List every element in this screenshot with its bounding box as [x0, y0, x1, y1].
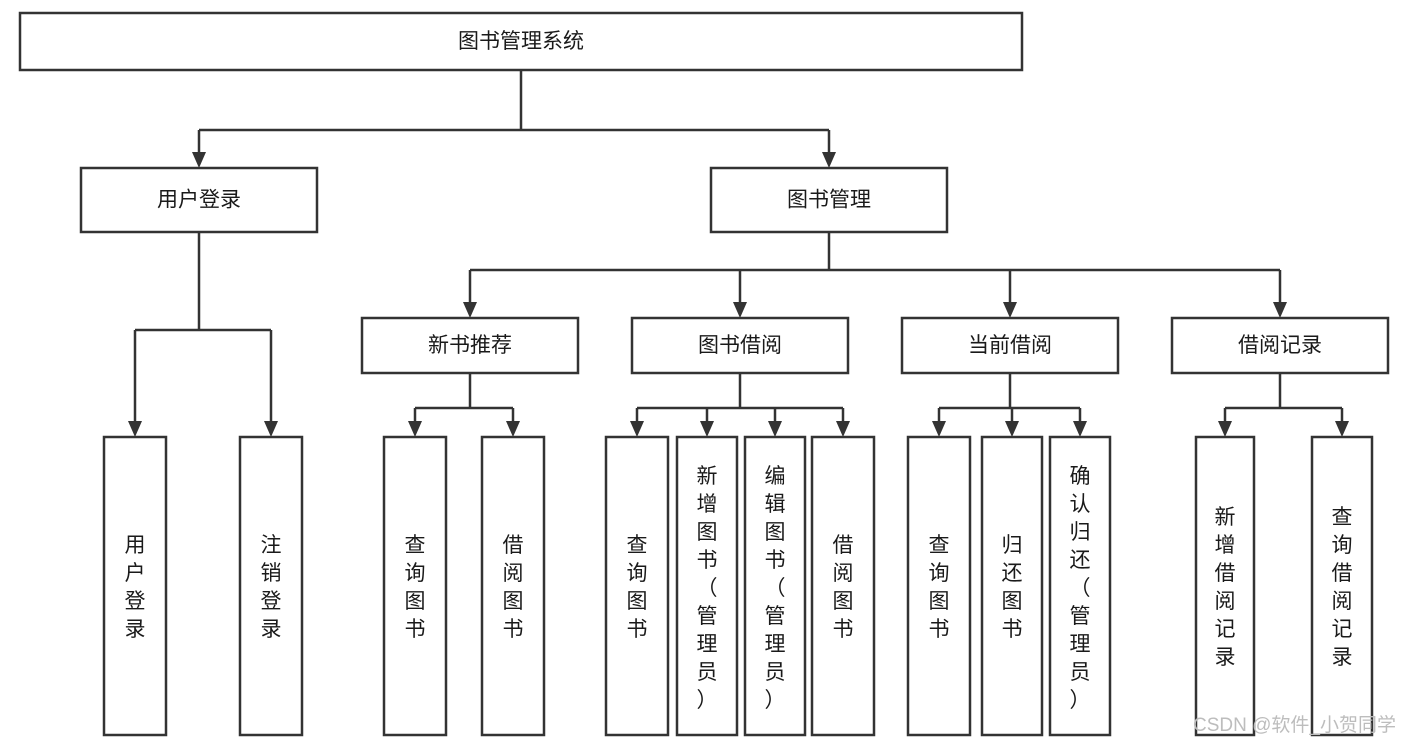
arrow-head-icon [1218, 421, 1232, 437]
arrow-head-icon [630, 421, 644, 437]
arrow-head-icon [192, 152, 206, 168]
node-box[interactable] [102, 435, 168, 737]
arrow-head-icon [408, 421, 422, 437]
node-leaf-query-book-rec[interactable]: 查询图书 [382, 435, 448, 737]
node-label: 借阅图书 [833, 534, 854, 641]
arrow-head-icon [768, 421, 782, 437]
node-box[interactable] [743, 435, 807, 737]
node-label: 当前借阅 [968, 334, 1052, 357]
node-box[interactable] [604, 435, 670, 737]
node-box[interactable] [238, 435, 304, 737]
node-leaf-borrow-book-rec[interactable]: 借阅图书 [480, 435, 546, 737]
arrow-head-icon [463, 302, 477, 318]
node-leaf-add-book[interactable]: 新增图书（管理员） [675, 435, 739, 737]
node-borrow-record[interactable]: 借阅记录 [1170, 316, 1390, 375]
arrow-head-icon [1335, 421, 1349, 437]
node-box[interactable] [1310, 435, 1374, 737]
node-label: 用户登录 [125, 534, 146, 641]
node-label: 新增借阅记录 [1215, 506, 1236, 669]
node-book-borrow[interactable]: 图书借阅 [630, 316, 850, 375]
node-label: 新增图书（管理员） [697, 465, 718, 712]
arrow-head-icon [264, 421, 278, 437]
arrow-head-icon [1005, 421, 1019, 437]
node-box[interactable] [382, 435, 448, 737]
node-box[interactable] [1048, 435, 1112, 737]
arrow-head-icon [1003, 302, 1017, 318]
node-label: 用户登录 [157, 189, 241, 212]
node-leaf-user-login[interactable]: 用户登录 [102, 435, 168, 737]
arrow-head-icon [1073, 421, 1087, 437]
node-label: 编辑图书（管理员） [765, 465, 786, 712]
node-label: 归还图书 [1002, 534, 1023, 641]
node-box[interactable] [79, 166, 319, 234]
node-leaf-query-book-borrow[interactable]: 查询图书 [604, 435, 670, 737]
node-leaf-add-borrow-record[interactable]: 新增借阅记录 [1194, 435, 1256, 737]
arrow-head-icon [733, 302, 747, 318]
node-new-book-rec[interactable]: 新书推荐 [360, 316, 580, 375]
node-box[interactable] [906, 435, 972, 737]
node-current-borrow[interactable]: 当前借阅 [900, 316, 1120, 375]
node-box[interactable] [675, 435, 739, 737]
node-label: 新书推荐 [428, 334, 512, 357]
node-box[interactable] [900, 316, 1120, 375]
node-label: 确认归还（管理员） [1070, 465, 1091, 712]
arrow-head-icon [506, 421, 520, 437]
node-leaf-query-borrow-record[interactable]: 查询借阅记录 [1310, 435, 1374, 737]
node-label: 查询图书 [929, 534, 950, 641]
node-box[interactable] [480, 435, 546, 737]
node-box[interactable] [18, 11, 1024, 72]
node-leaf-confirm-return[interactable]: 确认归还（管理员） [1048, 435, 1112, 737]
node-leaf-return-book[interactable]: 归还图书 [980, 435, 1044, 737]
node-book-manage[interactable]: 图书管理 [709, 166, 949, 234]
node-label: 图书管理系统 [458, 30, 584, 53]
node-leaf-user-logout[interactable]: 注销登录 [238, 435, 304, 737]
node-box[interactable] [360, 316, 580, 375]
arrow-head-icon [932, 421, 946, 437]
node-label: 查询图书 [627, 534, 648, 641]
node-label: 图书管理 [787, 189, 871, 212]
node-leaf-borrow-book[interactable]: 借阅图书 [810, 435, 876, 737]
node-box[interactable] [630, 316, 850, 375]
node-label: 图书借阅 [698, 334, 782, 357]
arrow-head-icon [1273, 302, 1287, 318]
node-label: 查询图书 [405, 534, 426, 641]
node-box[interactable] [980, 435, 1044, 737]
arrow-head-icon [822, 152, 836, 168]
node-label: 查询借阅记录 [1332, 506, 1353, 669]
node-box[interactable] [1194, 435, 1256, 737]
node-label: 注销登录 [261, 534, 282, 641]
node-box[interactable] [1170, 316, 1390, 375]
node-leaf-edit-book[interactable]: 编辑图书（管理员） [743, 435, 807, 737]
node-root-system[interactable]: 图书管理系统 [18, 11, 1024, 72]
watermark-label: CSDN @软件_小贺同学 [1193, 714, 1396, 736]
node-label: 借阅记录 [1238, 334, 1322, 357]
node-label: 借阅图书 [503, 534, 524, 641]
arrow-head-icon [128, 421, 142, 437]
arrow-head-icon [836, 421, 850, 437]
node-leaf-query-book-current[interactable]: 查询图书 [906, 435, 972, 737]
node-box[interactable] [810, 435, 876, 737]
node-user-login[interactable]: 用户登录 [79, 166, 319, 234]
node-box[interactable] [709, 166, 949, 234]
arrow-head-icon [700, 421, 714, 437]
